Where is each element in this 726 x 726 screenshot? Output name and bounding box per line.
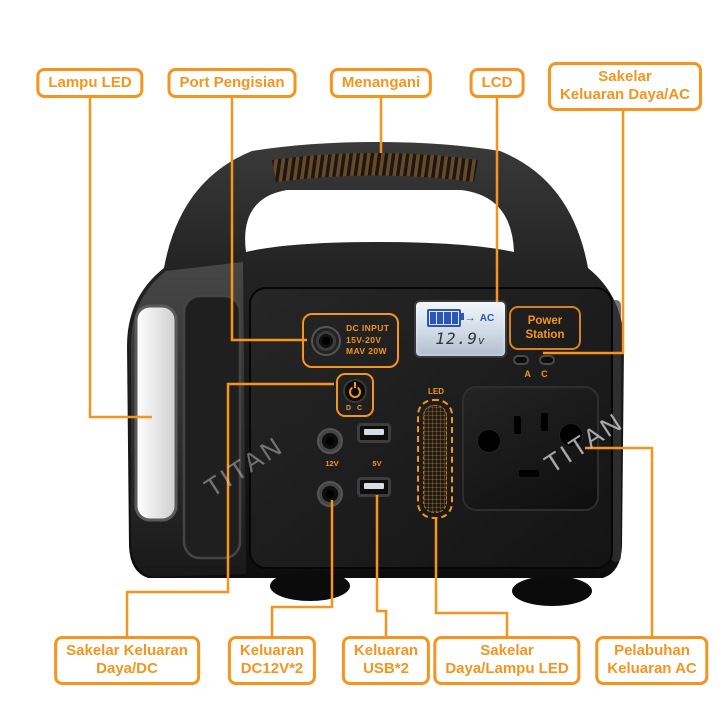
device-right-edge	[611, 300, 621, 562]
outlet-slot	[514, 416, 521, 434]
device-foot	[270, 571, 350, 601]
ac-switch-button	[513, 355, 529, 365]
device-foot	[512, 576, 592, 606]
handle-grip-texture	[272, 153, 478, 182]
dc-input-voltage: 15V-20V	[346, 334, 382, 345]
outlet-round-hole	[478, 430, 500, 452]
dc-input-wattage: MAV 20W	[346, 346, 387, 357]
lcd-ac-indicator: AC	[479, 312, 495, 324]
outlet-slot	[541, 413, 548, 431]
dc12v-port	[317, 428, 343, 454]
lcd-voltage-value: 12.9	[435, 329, 478, 348]
ac-switch-label: A C	[524, 369, 552, 379]
usb-port	[357, 423, 391, 443]
ac-switch-button	[539, 355, 555, 365]
callout-port-pengisian: Port Pengisian	[167, 68, 297, 99]
callout-lampu-led: Lampu LED	[36, 68, 144, 99]
usb-tongue	[364, 429, 384, 435]
led-indicator-area	[417, 399, 453, 519]
side-panel-frame	[182, 294, 242, 560]
watermark-text: TITAN	[199, 430, 289, 503]
dc-input-title: DC INPUT	[346, 323, 390, 334]
arrow-right-icon: →	[464, 312, 476, 324]
power-station-line1: Power	[527, 314, 563, 327]
usb-port-label: 5V	[372, 459, 382, 468]
power-station-label: Power Station	[509, 306, 581, 350]
dc12v-port-label: 12V	[325, 459, 339, 468]
callout-line-sakelar-led	[434, 519, 509, 636]
led-light-panel	[134, 304, 178, 522]
power-button	[343, 378, 367, 403]
callout-line-sakelar-dc	[125, 382, 334, 636]
callout-line-lampu-led	[88, 95, 152, 419]
ac-outlet	[462, 386, 599, 511]
callout-lcd: LCD	[469, 68, 525, 99]
callout-line-port-pengisian	[230, 95, 307, 342]
lcd-display: → AC 12.9v	[414, 300, 507, 358]
outlet-round-hole	[560, 424, 582, 446]
dc-input-port-icon	[311, 325, 341, 356]
callout-line-dc12v	[270, 500, 334, 636]
led-grille	[423, 405, 447, 513]
battery-icon	[426, 309, 464, 327]
dc12v-port	[317, 481, 343, 507]
usb-tongue	[364, 483, 384, 489]
callout-menangani: Menangani	[329, 68, 433, 99]
dc-power-button-group: D C	[336, 373, 374, 417]
callout-line-usb	[375, 495, 388, 636]
dc-input-group: DC INPUT 15V-20V MAV 20W	[302, 313, 399, 368]
led-area-label: LED	[428, 387, 444, 396]
outlet-slot	[519, 470, 539, 477]
power-station-line2: Station	[525, 329, 565, 341]
dc-button-label: D C	[345, 404, 365, 412]
device-side-panel	[131, 262, 246, 577]
lcd-voltage-unit: v	[477, 334, 486, 347]
usb-port	[357, 477, 391, 497]
